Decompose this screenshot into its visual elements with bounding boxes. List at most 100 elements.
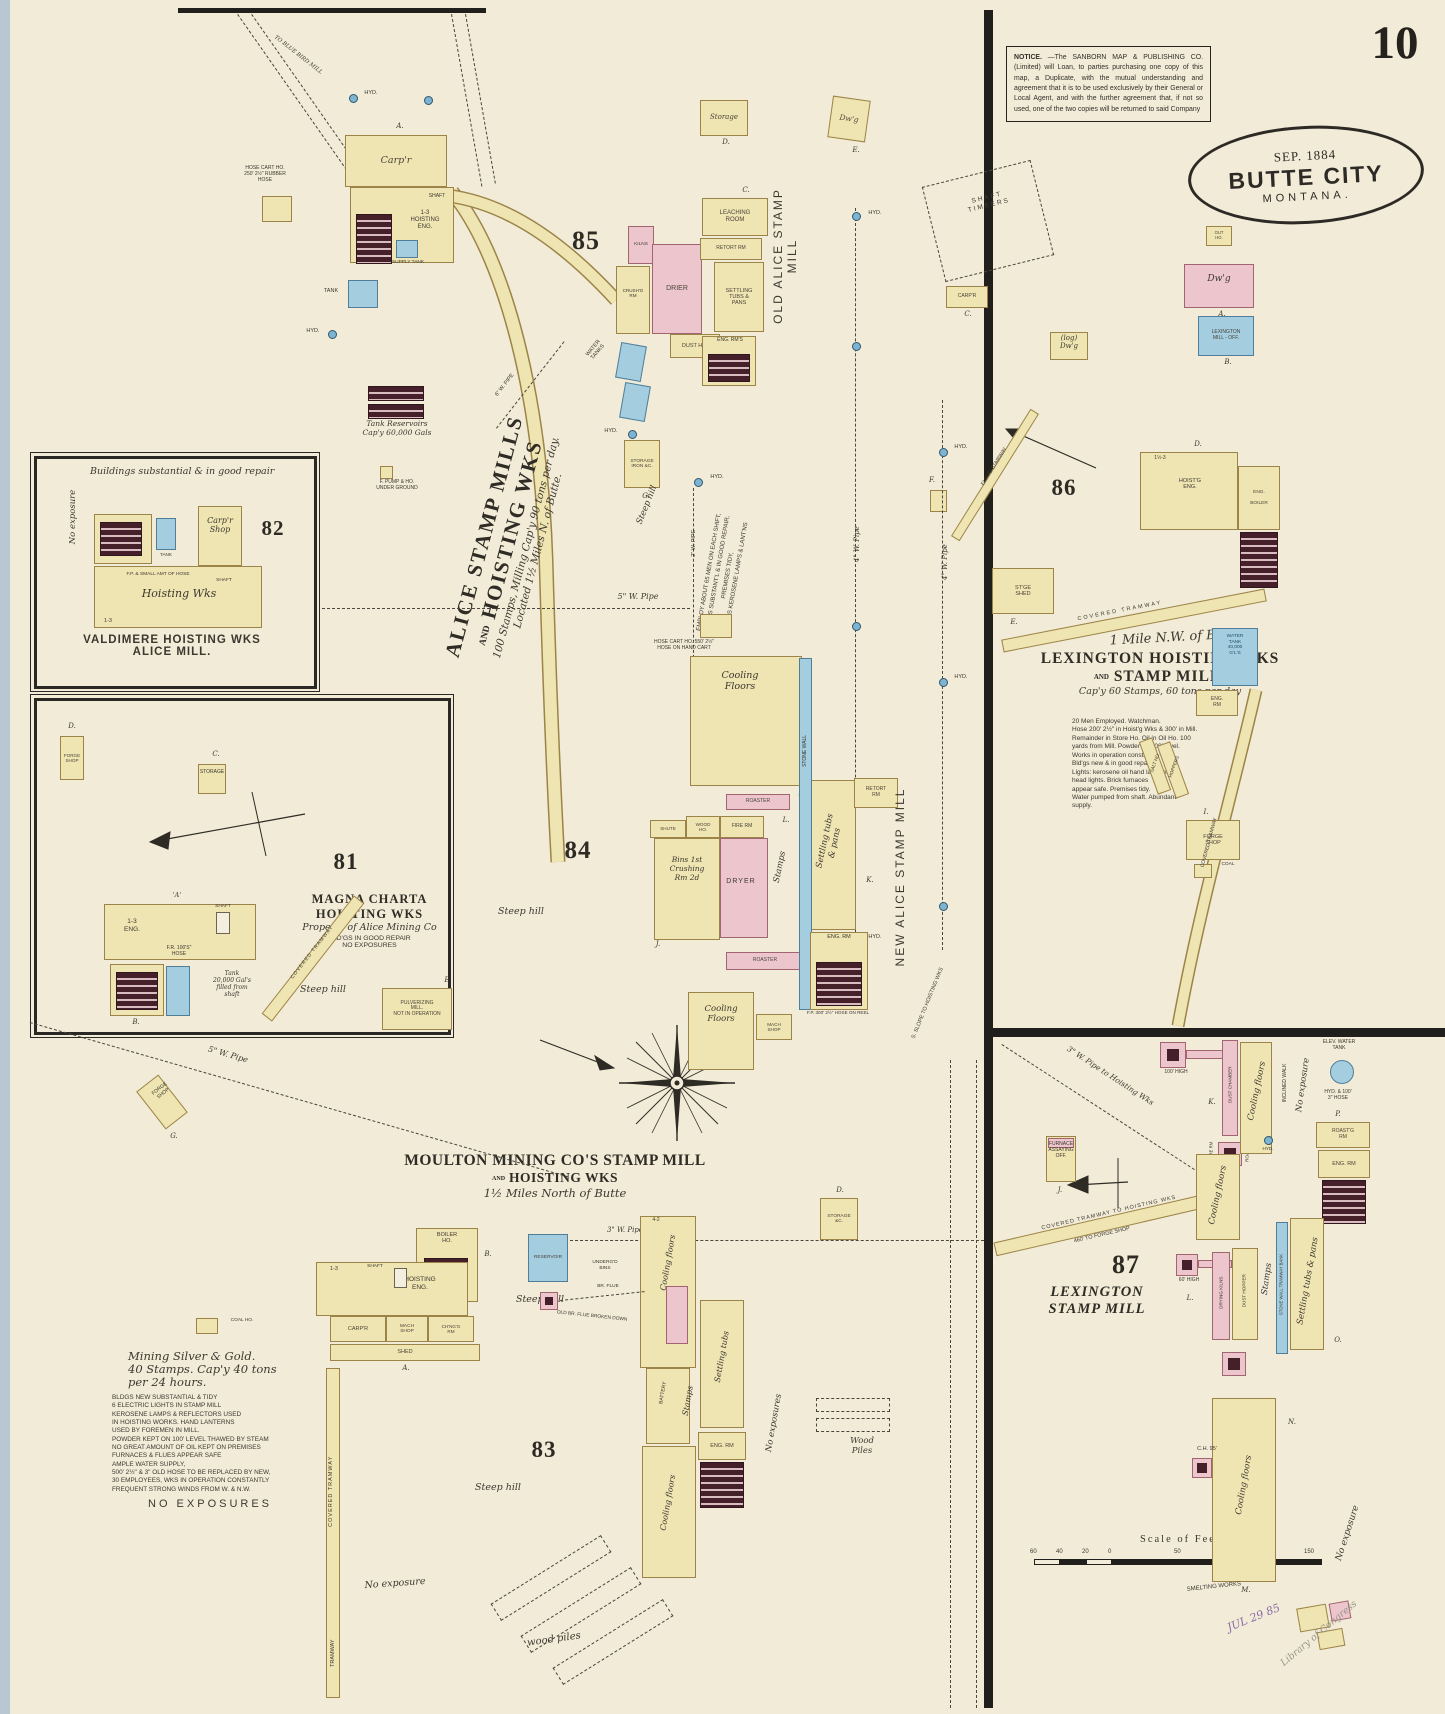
supply-tank-label: SUPPLY TANK: [391, 260, 425, 265]
chimney-95: [1192, 1458, 1212, 1478]
fp-hose-84-label: F.P. 300' 2½" HOSE ON REEL: [806, 1010, 870, 1015]
dwelling-e-85: Dw'g: [827, 95, 871, 143]
no-exposures-83: No exposures: [763, 1393, 785, 1453]
shaft-label-85: SHAFT: [428, 193, 446, 199]
supply-tank-85: [396, 240, 418, 258]
water-tank-86-label: WATER TANK 40,000 G'L'S: [1226, 634, 1244, 656]
carpenter-83: CARP'R: [330, 1316, 386, 1342]
one-three-83: 1-3: [330, 1266, 338, 1272]
s-slope-label: S. SLOPE TO HOISTING WKS: [910, 966, 945, 1040]
lexington-hoisting-capacity: Cap'y 60 Stamps, 60 tons per day: [1078, 686, 1242, 697]
hoisting-engine-86: [1140, 452, 1238, 530]
tank-reservoir: [368, 386, 424, 401]
letter-k-87: K.: [1208, 1098, 1216, 1106]
pump-house-label: F. PUMP & HO. UNDER GROUND: [376, 479, 418, 491]
no-exposure-87a: No exposure: [1294, 1057, 1312, 1113]
boilers-87: [1322, 1180, 1366, 1224]
magna-charta-note1: BLD'GS IN GOOD REPAIR: [328, 935, 411, 942]
letter-g: G.: [642, 492, 650, 500]
scale-segment: [1034, 1559, 1060, 1565]
boilers-82: [100, 522, 142, 556]
hydrant: [852, 212, 861, 221]
letter-b-83: B.: [484, 1250, 492, 1258]
area-85-number: 85: [572, 226, 600, 255]
roasting-room-87: ROAST'G RM: [1316, 1122, 1370, 1148]
valdimere-caption: VALDIMERE HOISTING WKS ALICE MILL.: [52, 634, 292, 658]
letter-c: C.: [742, 186, 750, 194]
cooling-floors-87-upper: [1240, 1042, 1272, 1154]
hydrant: [328, 330, 337, 339]
fp-hose-82-label: F.P. & SMALL AMT OF HOSE: [126, 572, 190, 577]
letter-i-86: I.: [1203, 808, 1209, 816]
wood-house-84: WOOD HO.: [686, 816, 720, 838]
moulton-notes: BLDGS NEW SUBSTANTIAL & TIDY 6 ELECTRIC …: [112, 1394, 271, 1493]
hyd-label: HYD.: [364, 90, 378, 96]
coal-house-83-label: COAL HO.: [230, 1318, 254, 1323]
road-dash-vert: [950, 1060, 951, 1708]
elev-water-tank: [1330, 1060, 1354, 1084]
water-pipe-4in-86: [942, 400, 943, 950]
kilns-85: KILNS: [628, 226, 654, 264]
road-label-bluebird: TO BLUE BIRD MILL: [272, 34, 324, 76]
mill-lower-87: [1212, 1398, 1276, 1582]
tank-82: [156, 518, 176, 550]
mill-42-label: 4-2: [652, 1217, 660, 1223]
hose-cart-house-2: [700, 614, 732, 638]
stone-wall-87-label: STONE WALL TRAMWAY BANK: [1278, 1253, 1284, 1316]
chimney-100ft-label: 100' HIGH: [1164, 1069, 1188, 1075]
coal-86-label: COAL: [1221, 862, 1235, 867]
letter-d: D.: [722, 138, 730, 146]
magna-charta-note2: NO EXPOSURES: [342, 942, 397, 949]
storage-shed-86: ST'GE SHED: [992, 568, 1054, 614]
breeching-flue-label: BR. FLUE: [597, 1284, 619, 1289]
inclined-walk-label: INCLINED WALK: [1282, 1063, 1289, 1103]
dwelling-86-label: Dw'g: [1207, 274, 1231, 284]
scan-margin: [0, 0, 10, 1714]
carpenter-86: CARP'R: [946, 286, 988, 308]
scale-tick-label: 20: [1082, 1549, 1089, 1555]
notice-body: —The SANBORN MAP & PUBLISHING CO. (Limit…: [1014, 54, 1203, 113]
drying-kiln-83: [666, 1286, 688, 1344]
pipe-6in-label: 6" W. PIPE: [494, 372, 516, 398]
tank-reservoir: [368, 404, 424, 419]
machine-shop-84: MACH SHOP: [756, 1014, 792, 1040]
notice-lead: NOTICE.: [1014, 54, 1042, 61]
scale-segment: [1060, 1559, 1086, 1565]
roaster-lower-84: ROASTER: [726, 952, 804, 970]
hose-cart-house-85: [262, 196, 292, 222]
scale-tick-label: 0: [1108, 1549, 1112, 1555]
chimney-60ft-label: 60' HIGH: [1178, 1277, 1200, 1283]
tank-82-label: TANK: [160, 552, 172, 557]
elev-stairway-label: ELEV'D STAIRWAY: [980, 446, 1009, 487]
pipe-4in-label: 4" W. Pipe: [852, 526, 861, 563]
cooling-floors-83-lower: [642, 1446, 696, 1578]
pipe-2in-label: 2" W. PIPE: [690, 529, 697, 557]
box-81-frame: [30, 694, 454, 1038]
scale-tick-label: 40: [1056, 1549, 1063, 1555]
water-pipe-3in-83: [570, 1240, 984, 1241]
boilers-81: [116, 972, 158, 1010]
pipe-5in-83-label: 5" W. Pipe: [207, 1044, 250, 1065]
wood-pile-rect: [816, 1418, 890, 1432]
and-word: AND: [1093, 672, 1109, 681]
water-pipe-5in-83: [29, 1022, 569, 1178]
moulton-no-exposures: NO EXPOSURES: [148, 1498, 273, 1510]
letter-p-87: P.: [1335, 1110, 1341, 1118]
moulton-intro: Mining Silver & Gold. 40 Stamps. Cap'y 4…: [128, 1349, 277, 1390]
shaft-81: [216, 912, 230, 934]
stamps-87-label: Stamps: [1259, 1262, 1275, 1296]
divider-horizontal-bar: [984, 1028, 1445, 1037]
dryer-84: [720, 838, 768, 938]
hydrant: [852, 622, 861, 631]
moulton-title-line1: MOULTON MINING CO'S STAMP MILL: [404, 1152, 706, 1169]
water-tank-85: [615, 342, 647, 382]
sheet-number: 10: [1371, 17, 1419, 69]
scale-title: Scale of Feet.: [1140, 1534, 1226, 1545]
road-dash: [465, 14, 496, 184]
lexington-stamp-mill-title: LEXINGTON STAMP MILL: [1012, 1284, 1182, 1318]
wood-pile-rect: [816, 1398, 890, 1412]
area-82-number: 82: [261, 516, 285, 540]
hydrant: [1264, 1136, 1273, 1145]
crushing-room-85-label: CRUSH'G RM: [622, 288, 644, 299]
